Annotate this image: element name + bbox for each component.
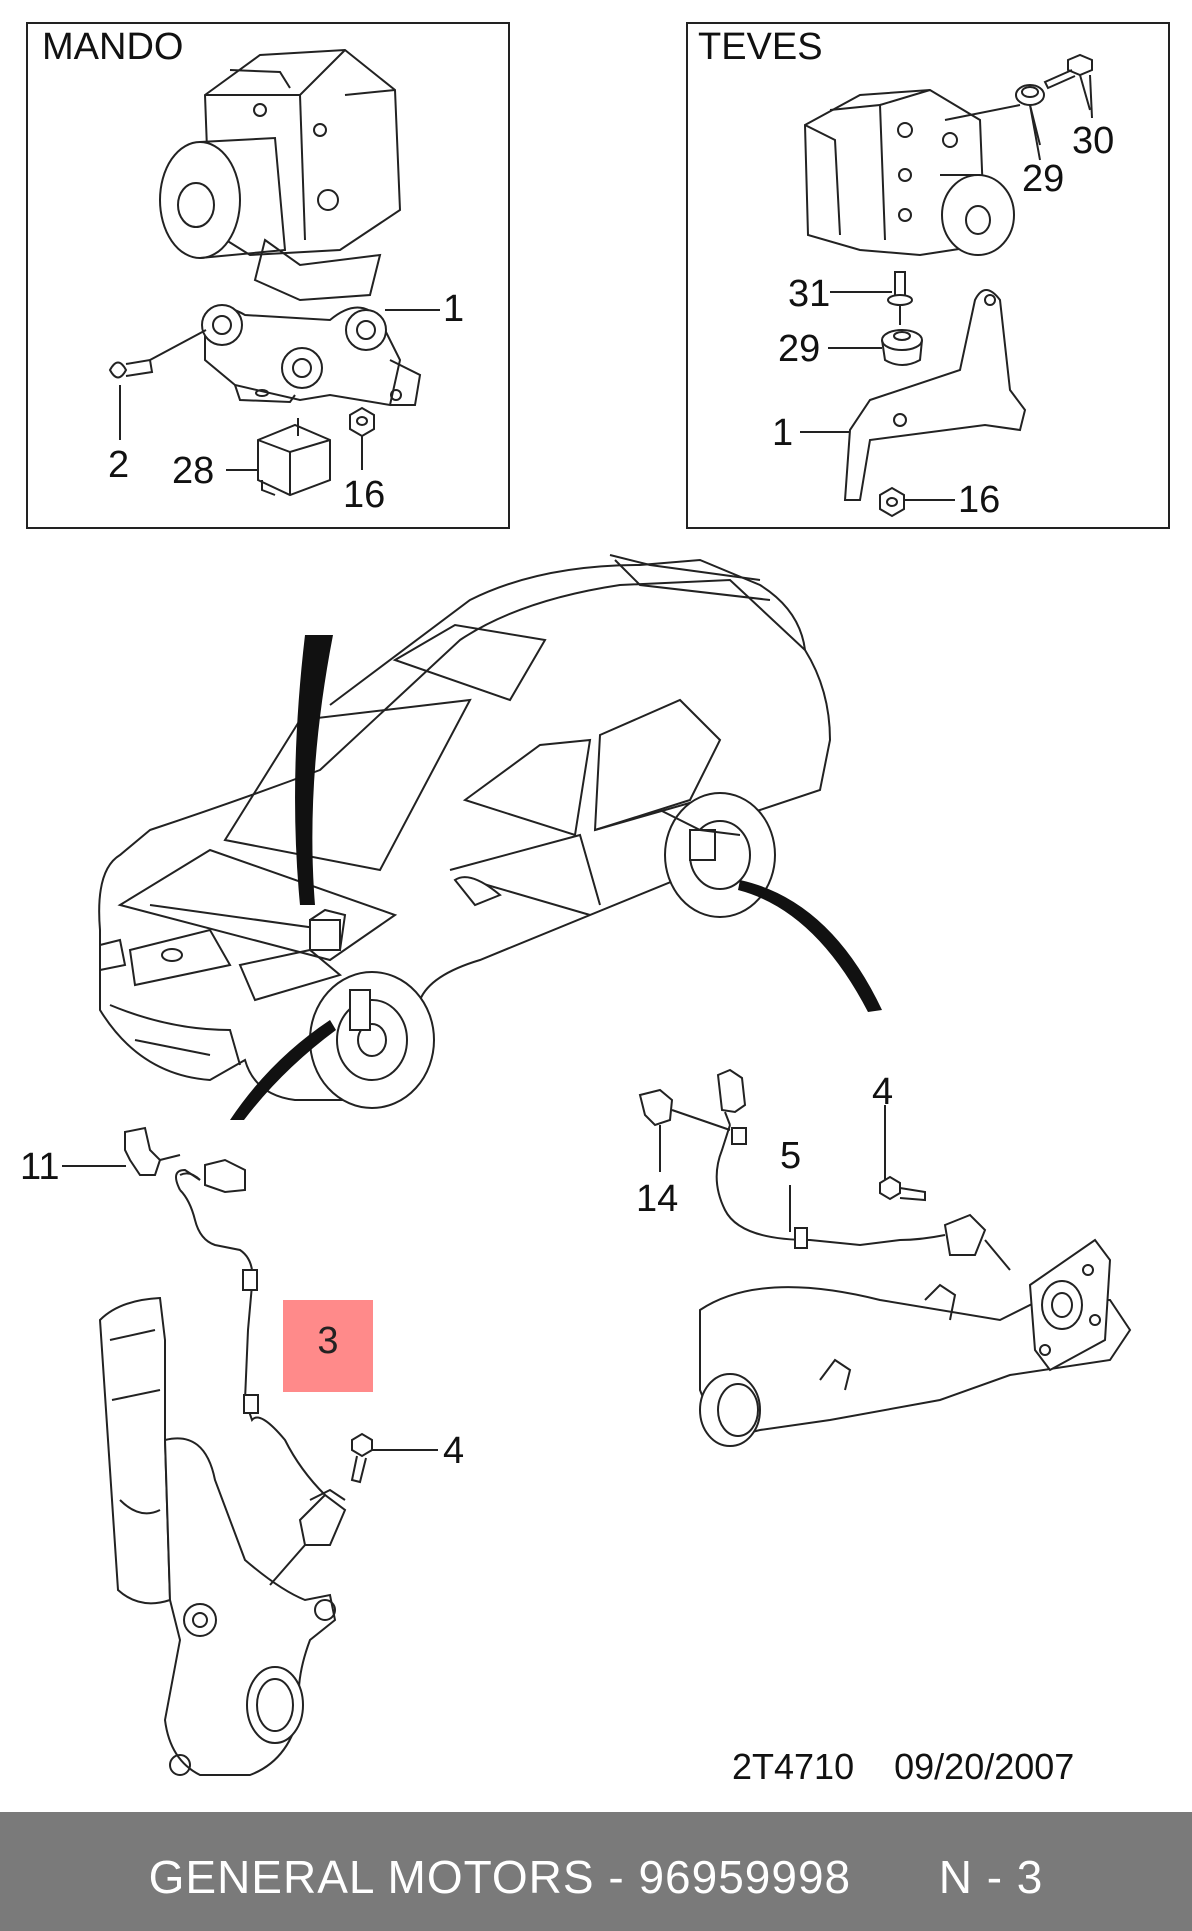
mando-title: MANDO xyxy=(42,26,184,68)
teves-callout-29-lower: 29 xyxy=(778,328,821,370)
teves-title: TEVES xyxy=(698,26,823,68)
rear-callout-14: 14 xyxy=(636,1178,679,1220)
rear-callout-5: 5 xyxy=(780,1135,802,1177)
abs-modulator-mando-icon xyxy=(108,48,440,497)
teves-callout-1: 1 xyxy=(772,412,794,454)
swoosh-leaders xyxy=(230,635,882,1120)
rear-callout-4: 4 xyxy=(872,1071,894,1113)
drawing-code: 2T4710 09/20/2007 xyxy=(732,1746,1074,1788)
teves-callout-16: 16 xyxy=(958,479,1001,521)
rear-axle-sensor-icon xyxy=(638,1068,1132,1447)
footer-brand: GENERAL MOTORS xyxy=(148,1851,595,1903)
footer-text: GENERAL MOTORS - 96959998 N - 3 xyxy=(148,1851,1044,1903)
highlighted-part-label: 3 xyxy=(317,1320,339,1362)
highlighted-part-3: 3 xyxy=(283,1300,373,1392)
teves-callout-31: 31 xyxy=(788,273,831,315)
mando-callout-16: 16 xyxy=(343,474,386,516)
drawing-id: 2T4710 xyxy=(732,1746,855,1787)
mando-callout-28: 28 xyxy=(172,450,215,492)
front-callout-4: 4 xyxy=(443,1430,465,1472)
footer-part-number: 96959998 xyxy=(638,1851,852,1903)
footer-page: N - 3 xyxy=(938,1851,1044,1903)
sedan-car-icon xyxy=(98,554,832,1109)
footer-bar: GENERAL MOTORS - 96959998 N - 3 xyxy=(0,1812,1192,1931)
teves-callout-29-top: 29 xyxy=(1022,158,1065,200)
front-knuckle-sensor-icon xyxy=(62,1126,438,1776)
mando-callout-2: 2 xyxy=(108,444,130,486)
teves-callout-30: 30 xyxy=(1072,120,1115,162)
drawing-date: 09/20/2007 xyxy=(894,1746,1075,1787)
front-callout-11: 11 xyxy=(20,1146,60,1188)
abs-modulator-teves-icon xyxy=(800,53,1093,518)
mando-callout-1: 1 xyxy=(443,288,465,330)
